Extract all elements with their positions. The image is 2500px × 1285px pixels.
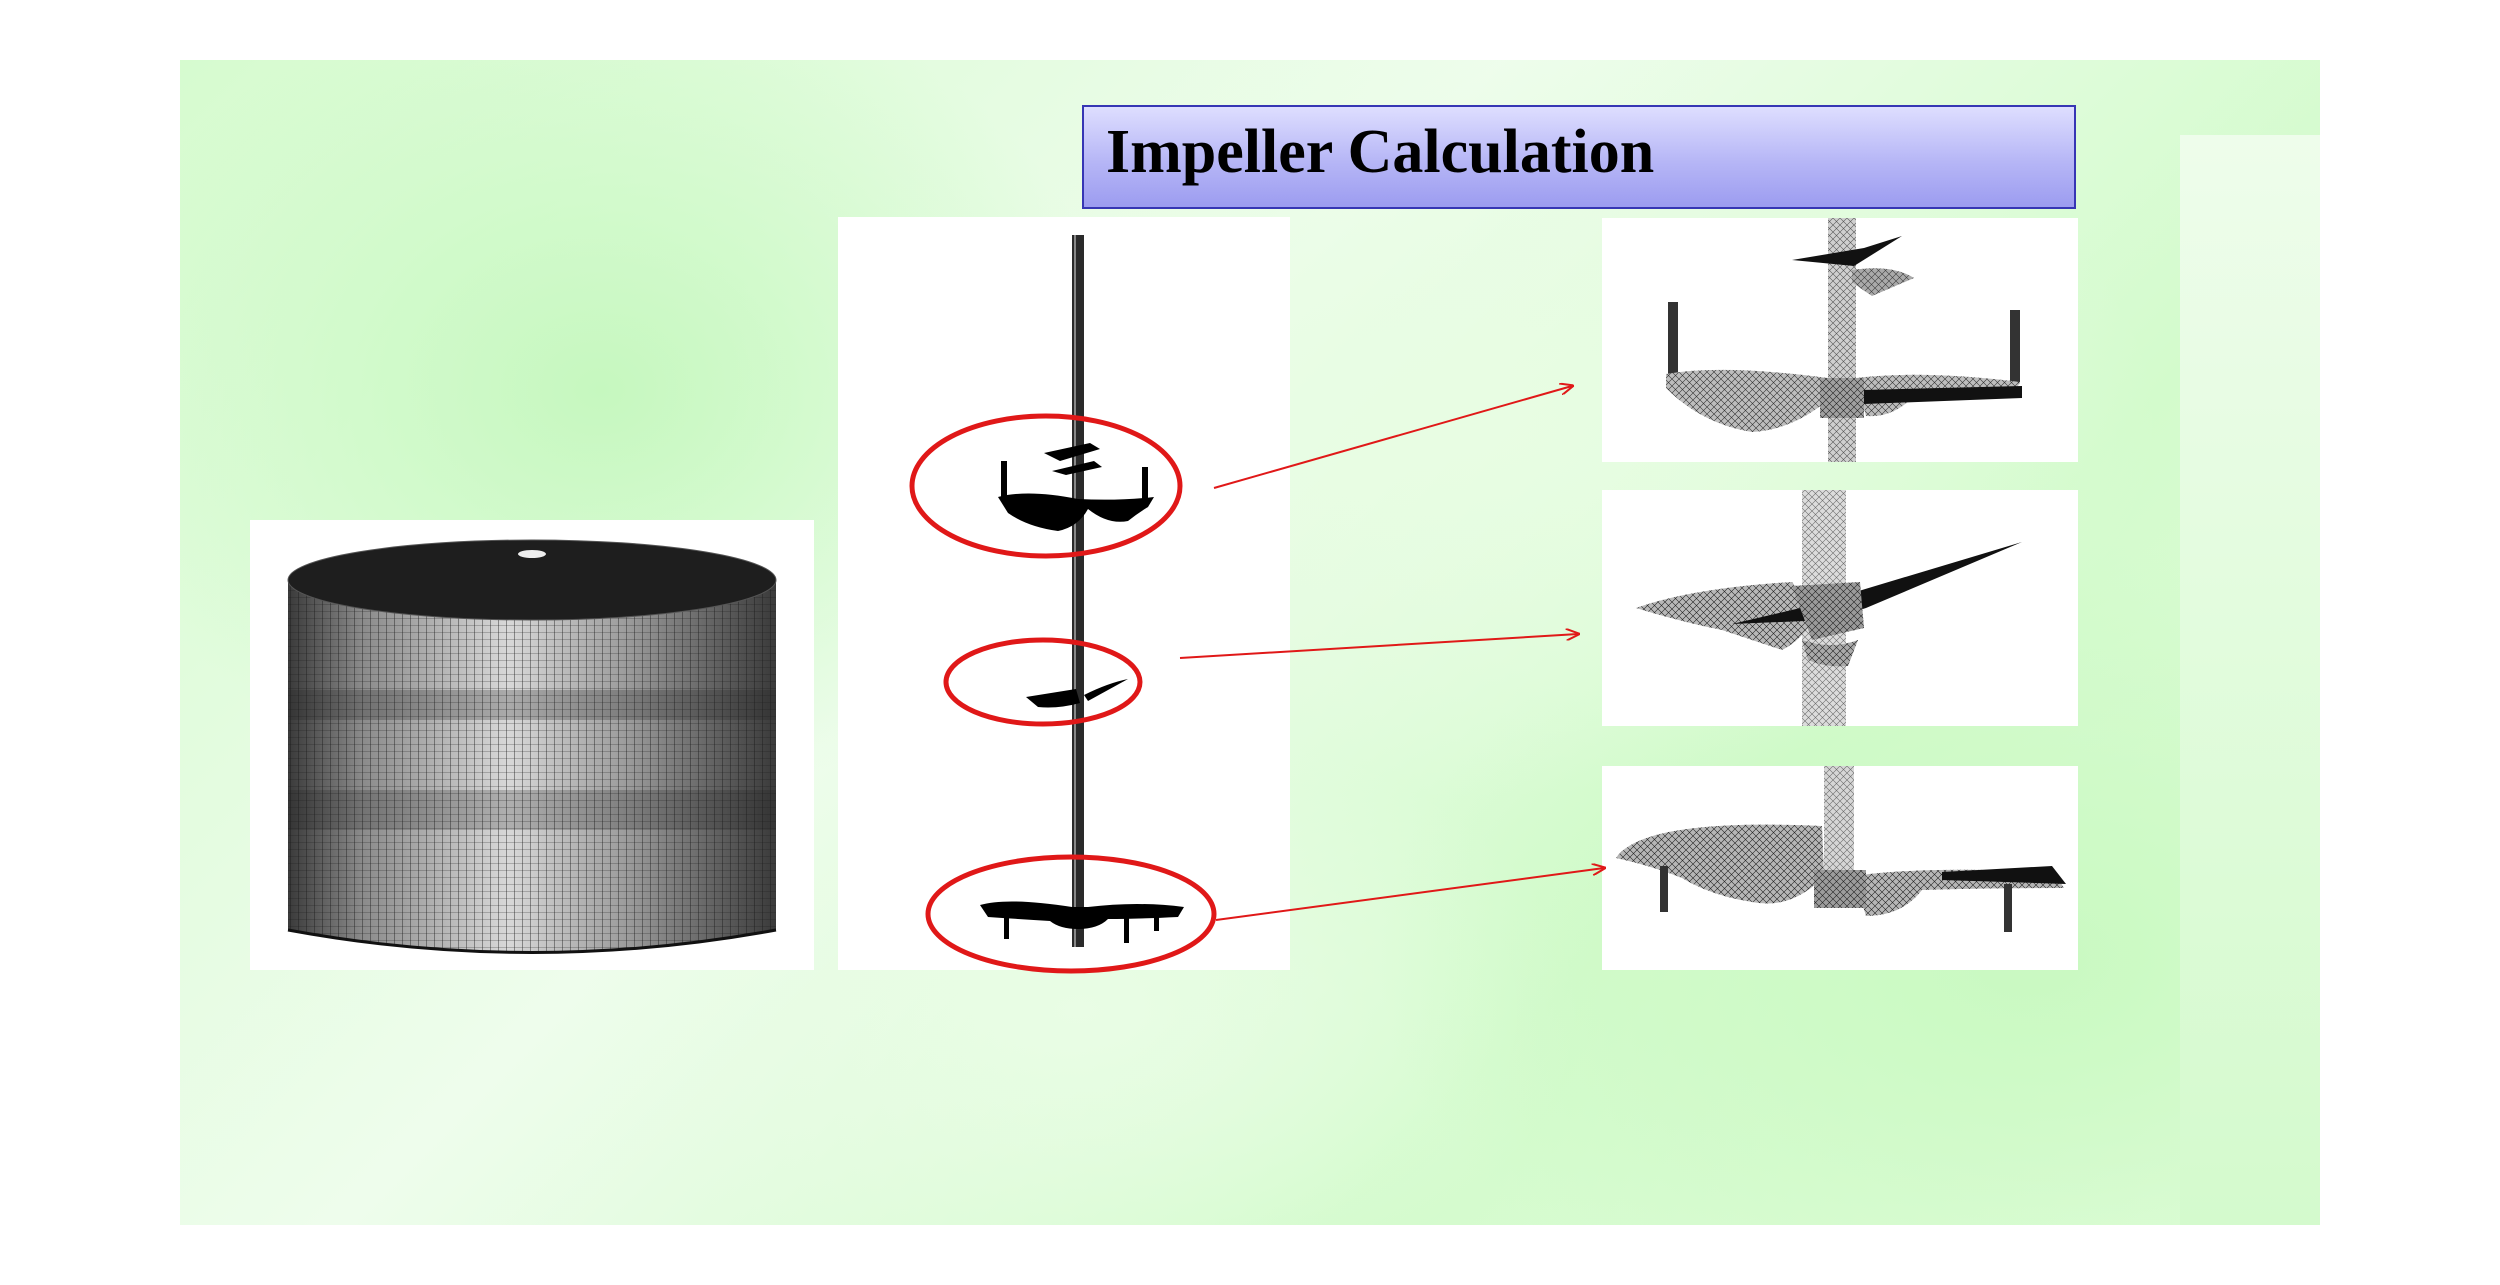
slide-background-extension: [2180, 135, 2320, 1225]
tank-mesh-figure: [287, 539, 777, 954]
upper-impeller-figure: [1666, 218, 2022, 462]
shaft-panel: [838, 217, 1290, 970]
middle-impeller-figure: [1636, 490, 2022, 726]
tank-mesh-panel: [250, 520, 814, 970]
page-title: Impeller Calculation: [1106, 118, 1655, 186]
upper-impeller-panel: [1602, 218, 2078, 462]
shaft-figure: [980, 235, 1184, 947]
title-banner: Impeller Calculation: [1082, 105, 2076, 209]
lower-impeller-figure: [1616, 766, 2066, 932]
middle-impeller-panel: [1602, 490, 2078, 726]
lower-impeller-panel: [1602, 766, 2078, 970]
